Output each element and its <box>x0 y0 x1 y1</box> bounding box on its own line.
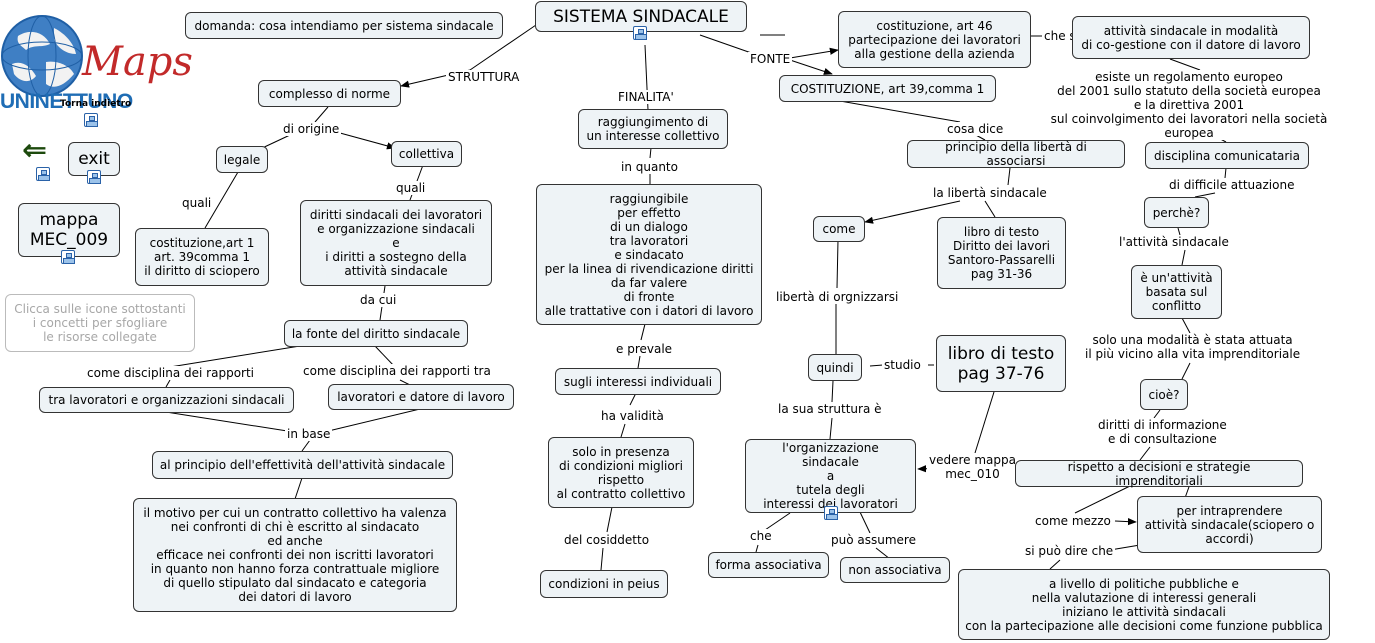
link-label: come mezzo <box>1033 514 1113 528</box>
concept-node[interactable]: attività sindacale in modalità di co-ges… <box>1072 16 1310 59</box>
concept-node[interactable]: lavoratori e datore di lavoro <box>328 384 514 410</box>
link-label: che <box>748 529 774 543</box>
link-label: solo una modalità è stata attuata il più… <box>1083 333 1303 361</box>
link-label: quali <box>180 196 214 210</box>
concept-node[interactable]: a livello di politiche pubbliche e nella… <box>958 569 1330 640</box>
concept-node[interactable]: legale <box>216 146 268 173</box>
link-label: si può dire che <box>1023 544 1116 558</box>
concept-node[interactable]: collettiva <box>391 141 462 167</box>
resource-icon[interactable] <box>87 170 101 184</box>
concept-node[interactable]: diritti sindacali dei lavoratori e organ… <box>300 200 492 286</box>
link-label: come disciplina dei rapporti tra <box>301 364 493 378</box>
concept-node[interactable]: cioè? <box>1140 379 1188 410</box>
concept-node[interactable]: la fonte del diritto sindacale <box>284 320 468 347</box>
concept-node[interactable]: il motivo per cui un contratto collettiv… <box>133 498 457 612</box>
globe-icon <box>1 15 83 97</box>
concept-node[interactable]: forma associativa <box>708 552 829 578</box>
concept-node[interactable]: condizioni in peius <box>540 570 668 598</box>
link-label-fonte: FONTE <box>748 52 793 66</box>
concept-node[interactable]: disciplina comunicataria <box>1145 142 1309 169</box>
link-label: esiste un regolamento europeo del 2001 s… <box>1042 70 1336 140</box>
concept-node[interactable]: rispetto a decisioni e strategie imprend… <box>1015 460 1303 488</box>
map-button[interactable]: mappa MEC_009 <box>18 203 120 257</box>
link-label: cosa dice <box>945 122 1006 136</box>
link-label: come disciplina dei rapporti <box>85 366 257 380</box>
question-node[interactable]: domanda: cosa intendiamo per sistema sin… <box>185 12 503 39</box>
logo-brand-text: UNINETTUNO <box>0 90 133 113</box>
concept-node[interactable]: è un'attività basata sul conflitto <box>1131 265 1222 319</box>
concept-node[interactable]: raggiungibile per effetto di un dialogo … <box>536 184 762 325</box>
link-label: di origine <box>281 122 342 136</box>
resource-icon[interactable] <box>61 250 75 264</box>
link-label: la sua struttura è <box>776 402 884 416</box>
concept-node[interactable]: libro di testo pag 37-76 <box>936 335 1066 392</box>
concept-node[interactable]: tra lavoratori e organizzazioni sindacal… <box>39 387 294 413</box>
link-label: in quanto <box>619 160 680 174</box>
concept-node[interactable]: complesso di norme <box>258 80 401 107</box>
concept-node[interactable]: libro di testo Diritto dei lavori Santor… <box>937 217 1066 289</box>
link-label: l'attività sindacale <box>1117 235 1231 249</box>
concept-node[interactable]: principio della libertà di associarsi <box>907 140 1125 168</box>
back-arrow-icon[interactable]: ⇐ <box>22 133 48 168</box>
link-label: ha validità <box>599 409 666 423</box>
concept-node[interactable]: costituzione, art 46 partecipazione dei … <box>838 11 1031 68</box>
link-label: libertà di orgnizzarsi <box>774 290 901 304</box>
concept-node[interactable]: non associativa <box>840 557 950 583</box>
resource-icon[interactable] <box>36 167 50 181</box>
link-label: può assumere <box>829 533 918 547</box>
back-label: Torna indietro <box>60 99 132 109</box>
concept-node[interactable]: solo in presenza di condizioni migliori … <box>548 437 694 508</box>
link-label: di difficile attuazione <box>1167 178 1297 192</box>
concept-node[interactable]: perchè? <box>1144 197 1209 228</box>
resource-icon[interactable] <box>633 26 647 40</box>
resource-icon[interactable] <box>84 113 98 127</box>
link-label-struttura: STRUTTURA <box>446 70 522 84</box>
link-label-finalita: FINALITA' <box>616 90 676 104</box>
link-label: e prevale <box>614 342 675 356</box>
concept-node[interactable]: raggiungimento di un interesse collettiv… <box>578 109 728 149</box>
concept-node[interactable]: per intraprendere attività sindacale(sci… <box>1137 496 1322 553</box>
concept-node[interactable]: COSTITUZIONE, art 39,comma 1 <box>779 75 996 102</box>
link-label: diritti di informazione e di consultazio… <box>1096 418 1229 446</box>
concept-node[interactable]: sugli interessi individuali <box>555 368 721 395</box>
link-label: studio <box>882 358 923 372</box>
concept-node[interactable]: quindi <box>808 354 862 381</box>
concept-node[interactable]: l'organizzazione sindacale a tutela degl… <box>745 439 916 513</box>
link-label: quali <box>394 181 428 195</box>
link-label: vedere mappa mec_010 <box>927 453 1018 481</box>
link-label: da cui <box>358 293 399 307</box>
link-label: la libertà sindacale <box>931 186 1049 200</box>
resource-icon[interactable] <box>824 506 838 520</box>
hint-box: Clicca sulle icone sottostanti i concett… <box>5 294 195 352</box>
logo-maps-text: Maps <box>82 39 193 85</box>
concept-node[interactable]: come <box>813 216 865 242</box>
concept-node[interactable]: costituzione,art 1 art. 39comma 1 il dir… <box>135 228 269 286</box>
link-label: del cosiddetto <box>562 533 652 547</box>
concept-node[interactable]: al principio dell'effettività dell'attiv… <box>152 451 453 479</box>
link-label: in base <box>285 427 333 441</box>
link-label: che s <box>1042 29 1078 43</box>
